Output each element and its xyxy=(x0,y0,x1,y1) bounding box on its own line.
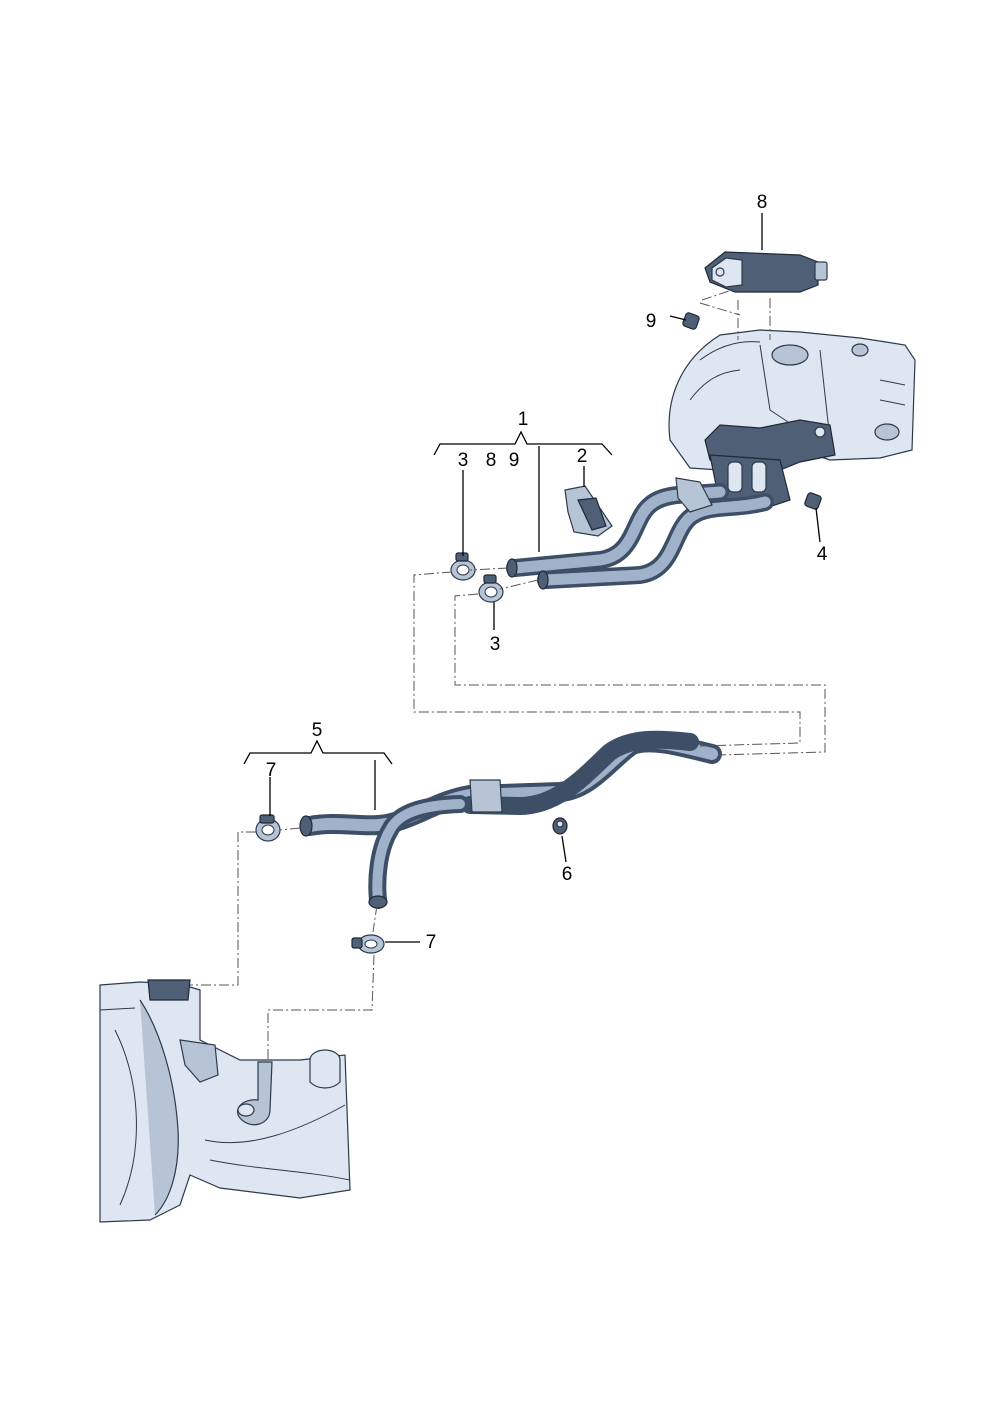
engine-block-bottom xyxy=(99,979,351,1223)
hose-clip-2 xyxy=(564,485,613,537)
callout-9: 9 xyxy=(646,311,657,332)
leader-lines xyxy=(269,213,821,943)
callout-7-lower: 7 xyxy=(426,932,437,953)
screw-9 xyxy=(669,312,700,330)
hose-clamp-7-upper xyxy=(255,814,281,842)
callout-9-brace: 9 xyxy=(509,450,520,471)
sensor-part-8 xyxy=(704,251,828,293)
hose-clamp-3-lower xyxy=(478,574,504,603)
callout-5: 5 xyxy=(312,720,323,741)
callout-8: 8 xyxy=(757,192,768,213)
callout-6: 6 xyxy=(562,864,573,885)
brace-part-5 xyxy=(243,739,393,810)
callout-7-upper: 7 xyxy=(266,760,277,781)
callout-4: 4 xyxy=(817,544,828,565)
upper-hose-pair xyxy=(506,477,774,590)
hose-clamp-7-lower xyxy=(351,934,385,954)
grommet-6 xyxy=(552,817,568,835)
hose-clamp-3-upper xyxy=(450,552,476,581)
screw-4 xyxy=(804,492,822,510)
routing-lines xyxy=(190,287,826,1060)
callout-3-brace: 3 xyxy=(458,450,469,471)
brace-part-1 xyxy=(433,430,613,552)
lower-y-hose xyxy=(299,730,722,909)
callout-3-lower: 3 xyxy=(490,634,501,655)
callout-1: 1 xyxy=(518,409,529,430)
callout-8-brace: 8 xyxy=(486,450,497,471)
callout-2: 2 xyxy=(577,446,588,467)
